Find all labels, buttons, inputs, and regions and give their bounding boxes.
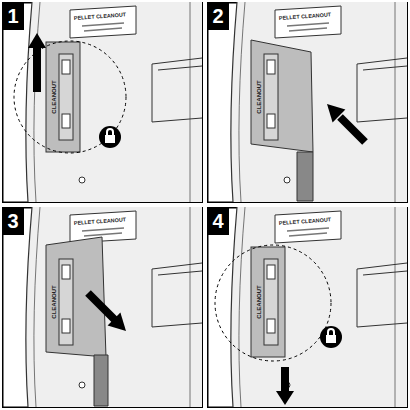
- step-number: 3: [2, 207, 24, 235]
- plate-text: CLEANOUT: [51, 285, 58, 318]
- plate-text: CLEANOUT: [256, 285, 263, 318]
- step-number: 1: [2, 2, 24, 30]
- plate-text: CLEANOUT: [256, 80, 263, 113]
- step-number: 4: [207, 207, 229, 235]
- step-number: 2: [207, 2, 229, 30]
- plate-text: CLEANOUT: [51, 80, 58, 113]
